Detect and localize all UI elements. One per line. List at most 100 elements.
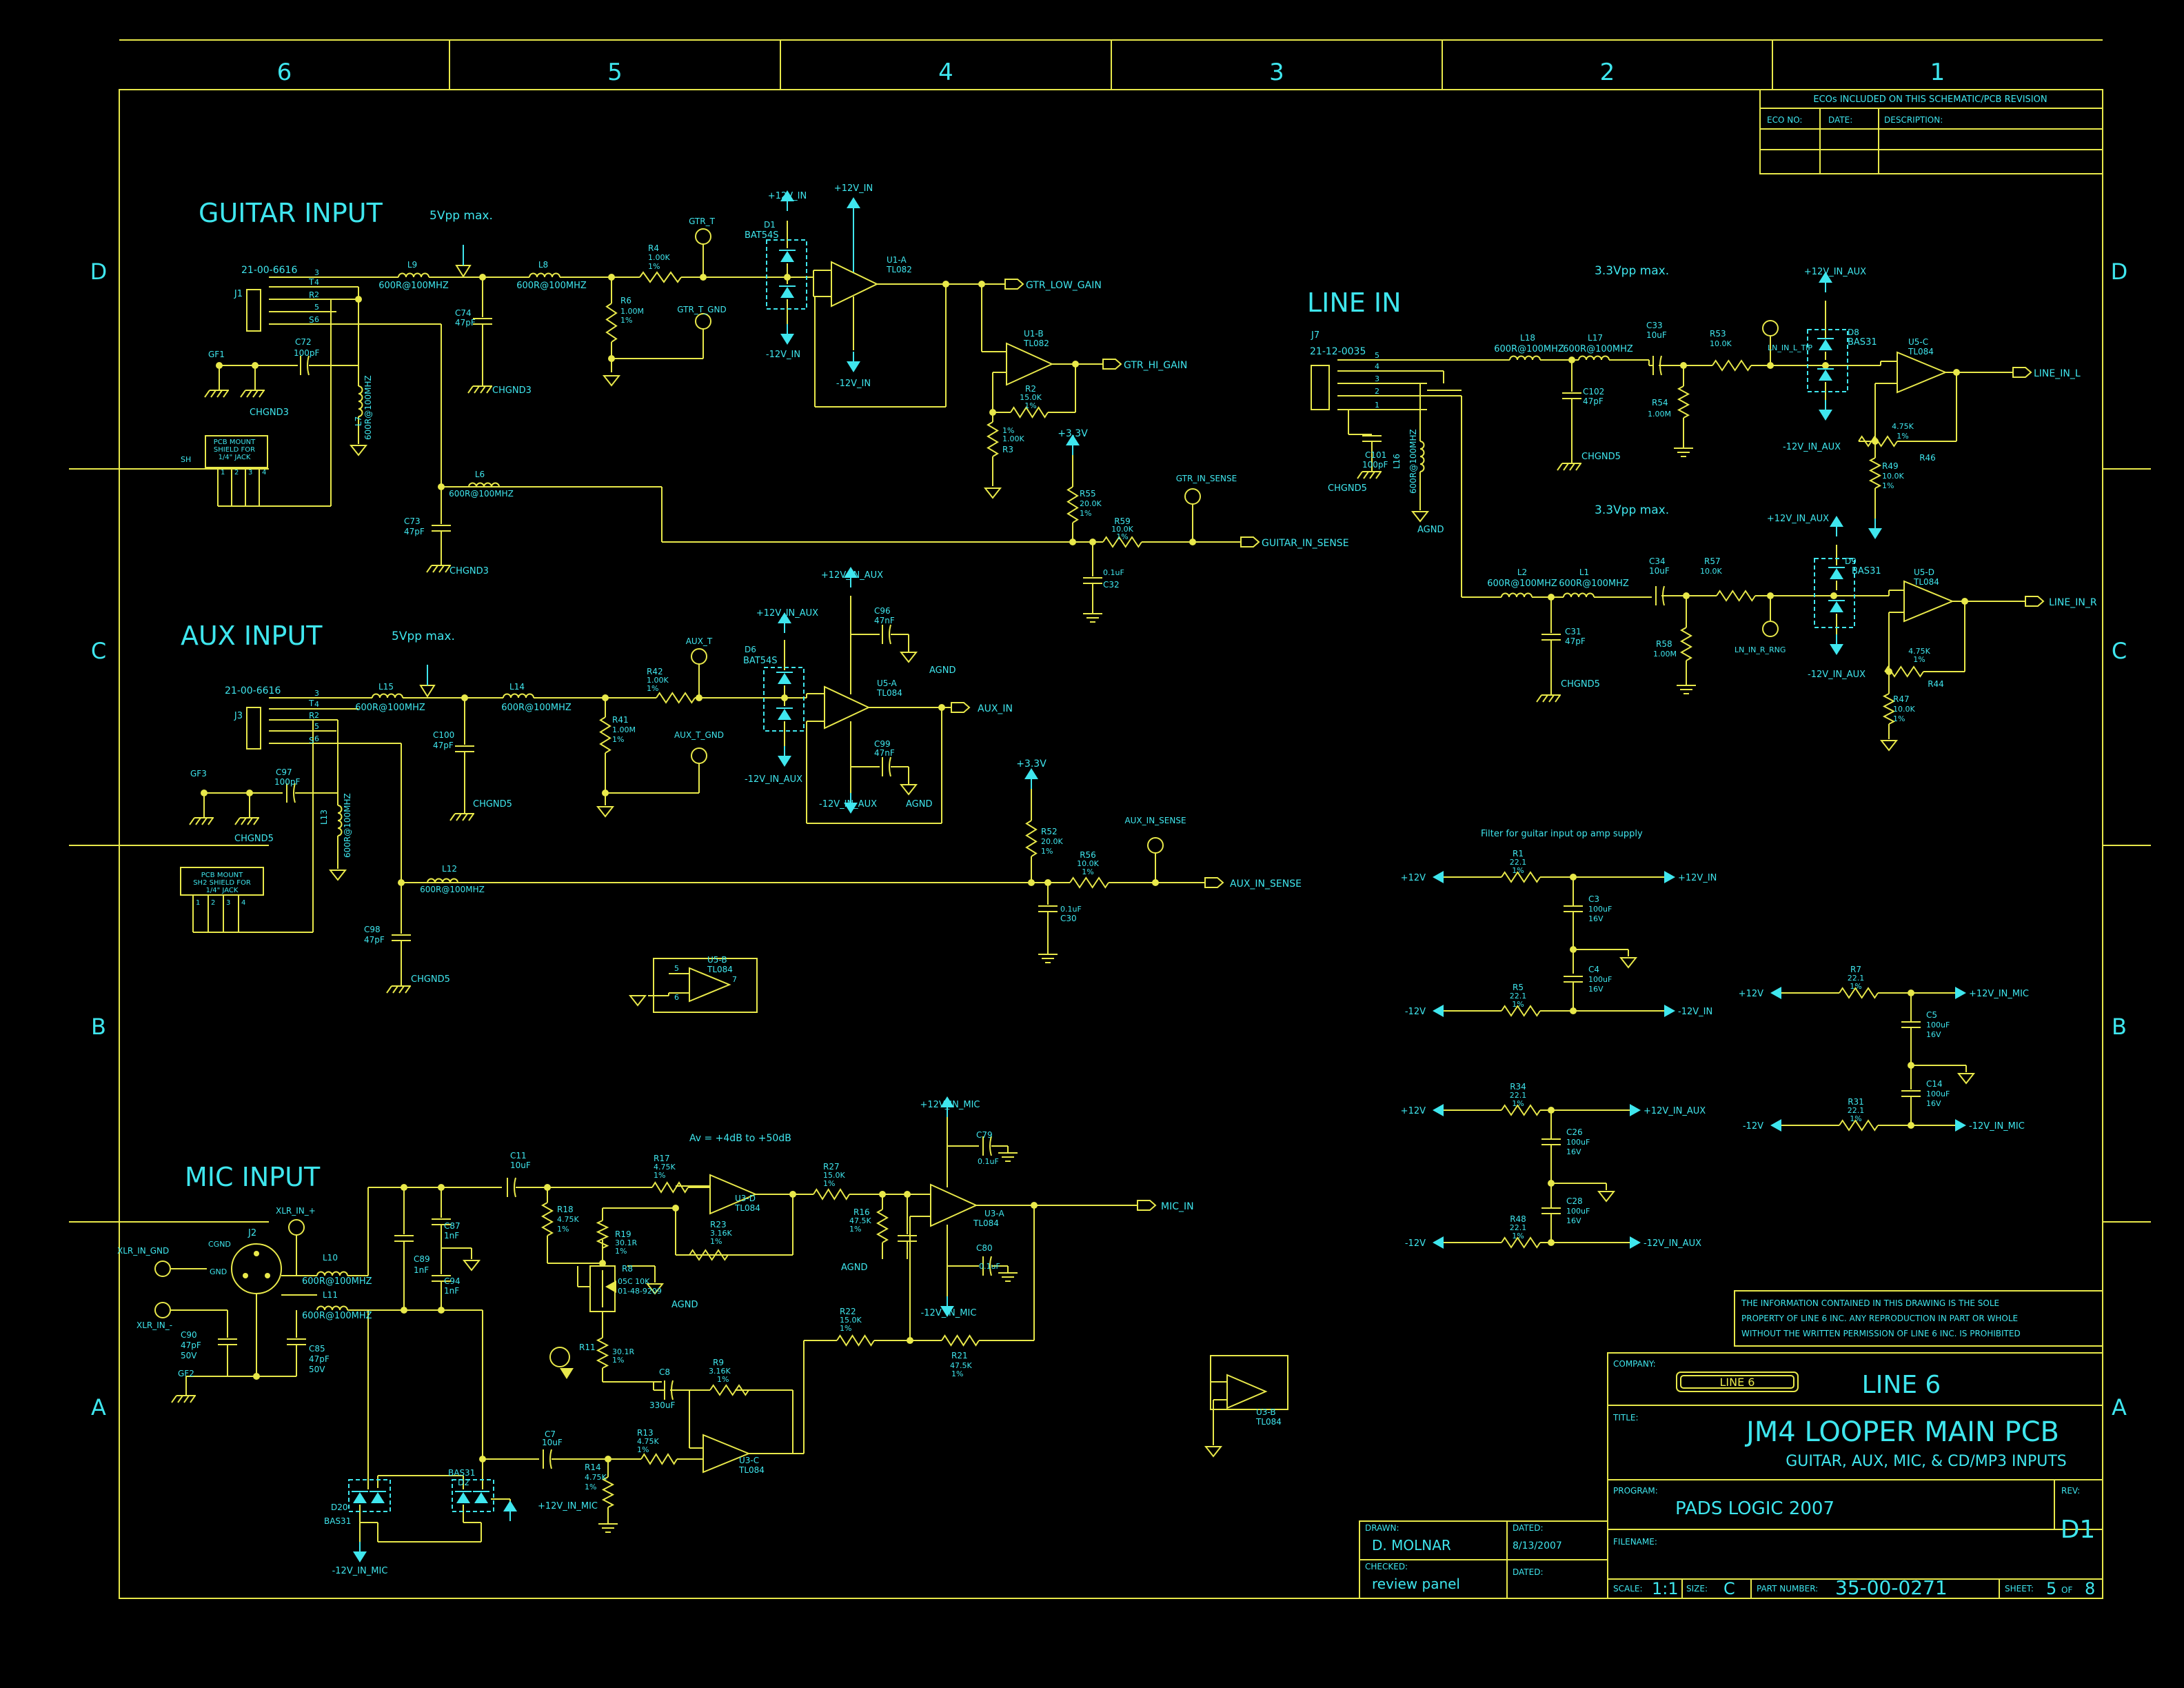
chassis-ground: [474, 385, 480, 394]
ref: C32: [1103, 580, 1120, 590]
shield-text: PCB MOUNT: [214, 439, 256, 446]
resistor: [1679, 627, 1693, 661]
power-out-arrow-icon: [1630, 1236, 1641, 1249]
diode-icon: [1819, 370, 1832, 381]
power-label: +12V_IN_MIC: [1969, 989, 2029, 999]
note: 5Vpp max.: [392, 630, 455, 643]
supply-down-icon: [1819, 410, 1832, 421]
junction-dot: [398, 879, 405, 886]
pin-number: 2: [234, 469, 239, 476]
value: 1.00M: [1653, 650, 1677, 659]
opamp-symbol: [1897, 351, 1948, 394]
ref: C87: [444, 1221, 461, 1231]
value: 10uF: [510, 1160, 531, 1170]
net-label: GTR_LOW_GAIN: [1026, 280, 1102, 291]
capacitor-plate: [671, 1380, 674, 1400]
ref: BAS31: [1852, 566, 1881, 576]
ground-label: CHGND3: [250, 408, 289, 418]
value: 1%: [710, 1237, 722, 1246]
resistor: [605, 303, 618, 343]
pin-letter: R: [309, 290, 314, 300]
tb-label: DATED:: [1513, 1567, 1544, 1577]
pin-number: 5: [314, 722, 319, 731]
power-label: +12V_IN: [834, 183, 873, 194]
power-label: +3.3V: [1016, 758, 1046, 770]
shield-text: PCB MOUNT: [201, 872, 243, 879]
junction-dot: [355, 296, 362, 303]
value: 47nF: [874, 748, 895, 758]
agnd-symbol: [602, 375, 621, 387]
ref: L8: [538, 260, 548, 270]
ref: TL084: [876, 688, 902, 698]
supply-down-icon: [1830, 644, 1843, 655]
resistor: [987, 421, 999, 457]
ref: GND: [210, 1267, 227, 1276]
value: 1%: [1041, 847, 1053, 856]
resistor: [1069, 876, 1109, 889]
test-point-label: XLR_IN_+: [276, 1206, 316, 1216]
junction-dot: [461, 694, 468, 701]
test-point: [691, 648, 707, 665]
value: 1%: [1913, 655, 1925, 664]
value: 1nF: [444, 1231, 459, 1240]
xlr-pin: [243, 1273, 248, 1278]
zone-row-label: B: [2112, 1014, 2127, 1040]
resistor: [836, 1334, 875, 1347]
chassis-ground: [210, 390, 216, 398]
value: 600R@100MHZ: [1494, 344, 1564, 354]
junction-dot: [784, 274, 791, 281]
resistor: [596, 1337, 609, 1369]
ref: R5: [1513, 983, 1524, 992]
ref: U3-A: [984, 1209, 1004, 1218]
ref: R44: [1928, 679, 1944, 689]
junction-dot: [879, 1191, 886, 1198]
chassis-ground: [240, 390, 246, 398]
inductor: [1509, 355, 1541, 361]
capacitor-plate: [514, 1177, 516, 1198]
ref: C102: [1583, 387, 1604, 396]
value: 1.00K: [647, 676, 669, 685]
supply-up-icon: [778, 612, 791, 623]
opamp-symbol: [709, 1174, 758, 1215]
chassis-ground: [241, 817, 247, 825]
net-label: MIC_IN: [1161, 1201, 1194, 1212]
junction-dot: [1570, 946, 1577, 953]
value: 1%: [585, 1483, 596, 1491]
zone-col-label: 6: [277, 59, 292, 86]
ref: C4: [1588, 965, 1599, 974]
ref: C74: [455, 308, 472, 318]
ref: C94: [444, 1276, 461, 1286]
title-block: [1607, 1352, 2103, 1599]
ref: R17: [654, 1154, 670, 1163]
junction-dot: [1961, 598, 1968, 605]
value: 50V: [181, 1351, 197, 1360]
ref: R8: [622, 1264, 633, 1274]
junction-dot: [904, 1191, 911, 1198]
resistor: [1066, 486, 1079, 523]
ref: 21-00-6616: [225, 685, 281, 696]
drawing-subtitle: GUITAR, AUX, MIC, & CD/MP3 INPUTS: [1786, 1453, 2067, 1470]
zone-col-label: 4: [938, 59, 953, 86]
value: 47nF: [874, 616, 895, 625]
test-point-label: AUX_T_GND: [674, 730, 724, 740]
value: 3.16K: [710, 1229, 732, 1238]
value: 600R@100MHZ: [343, 793, 352, 858]
resistor: [1716, 590, 1756, 602]
diode-pack: [763, 667, 805, 732]
value: 100pF: [294, 348, 320, 358]
supply-up-icon: [503, 1500, 517, 1511]
tb-label: PROGRAM:: [1613, 1486, 1658, 1496]
ref: 21-12-0035: [1310, 346, 1366, 357]
ref: C3: [1588, 894, 1599, 904]
chassis-ground: [189, 817, 195, 825]
value: 100pF: [274, 777, 301, 787]
notice-box: [1734, 1290, 2103, 1347]
agnd-symbol: [462, 1260, 481, 1272]
resistor: [1677, 385, 1690, 419]
power-label: -12V_IN_AUX: [1808, 670, 1866, 680]
ref: C99: [874, 739, 891, 749]
ref: C72: [295, 337, 312, 347]
chassis-ground: [445, 565, 451, 573]
zone-col-label: 5: [607, 59, 623, 86]
value: 05C 10K: [618, 1277, 650, 1286]
